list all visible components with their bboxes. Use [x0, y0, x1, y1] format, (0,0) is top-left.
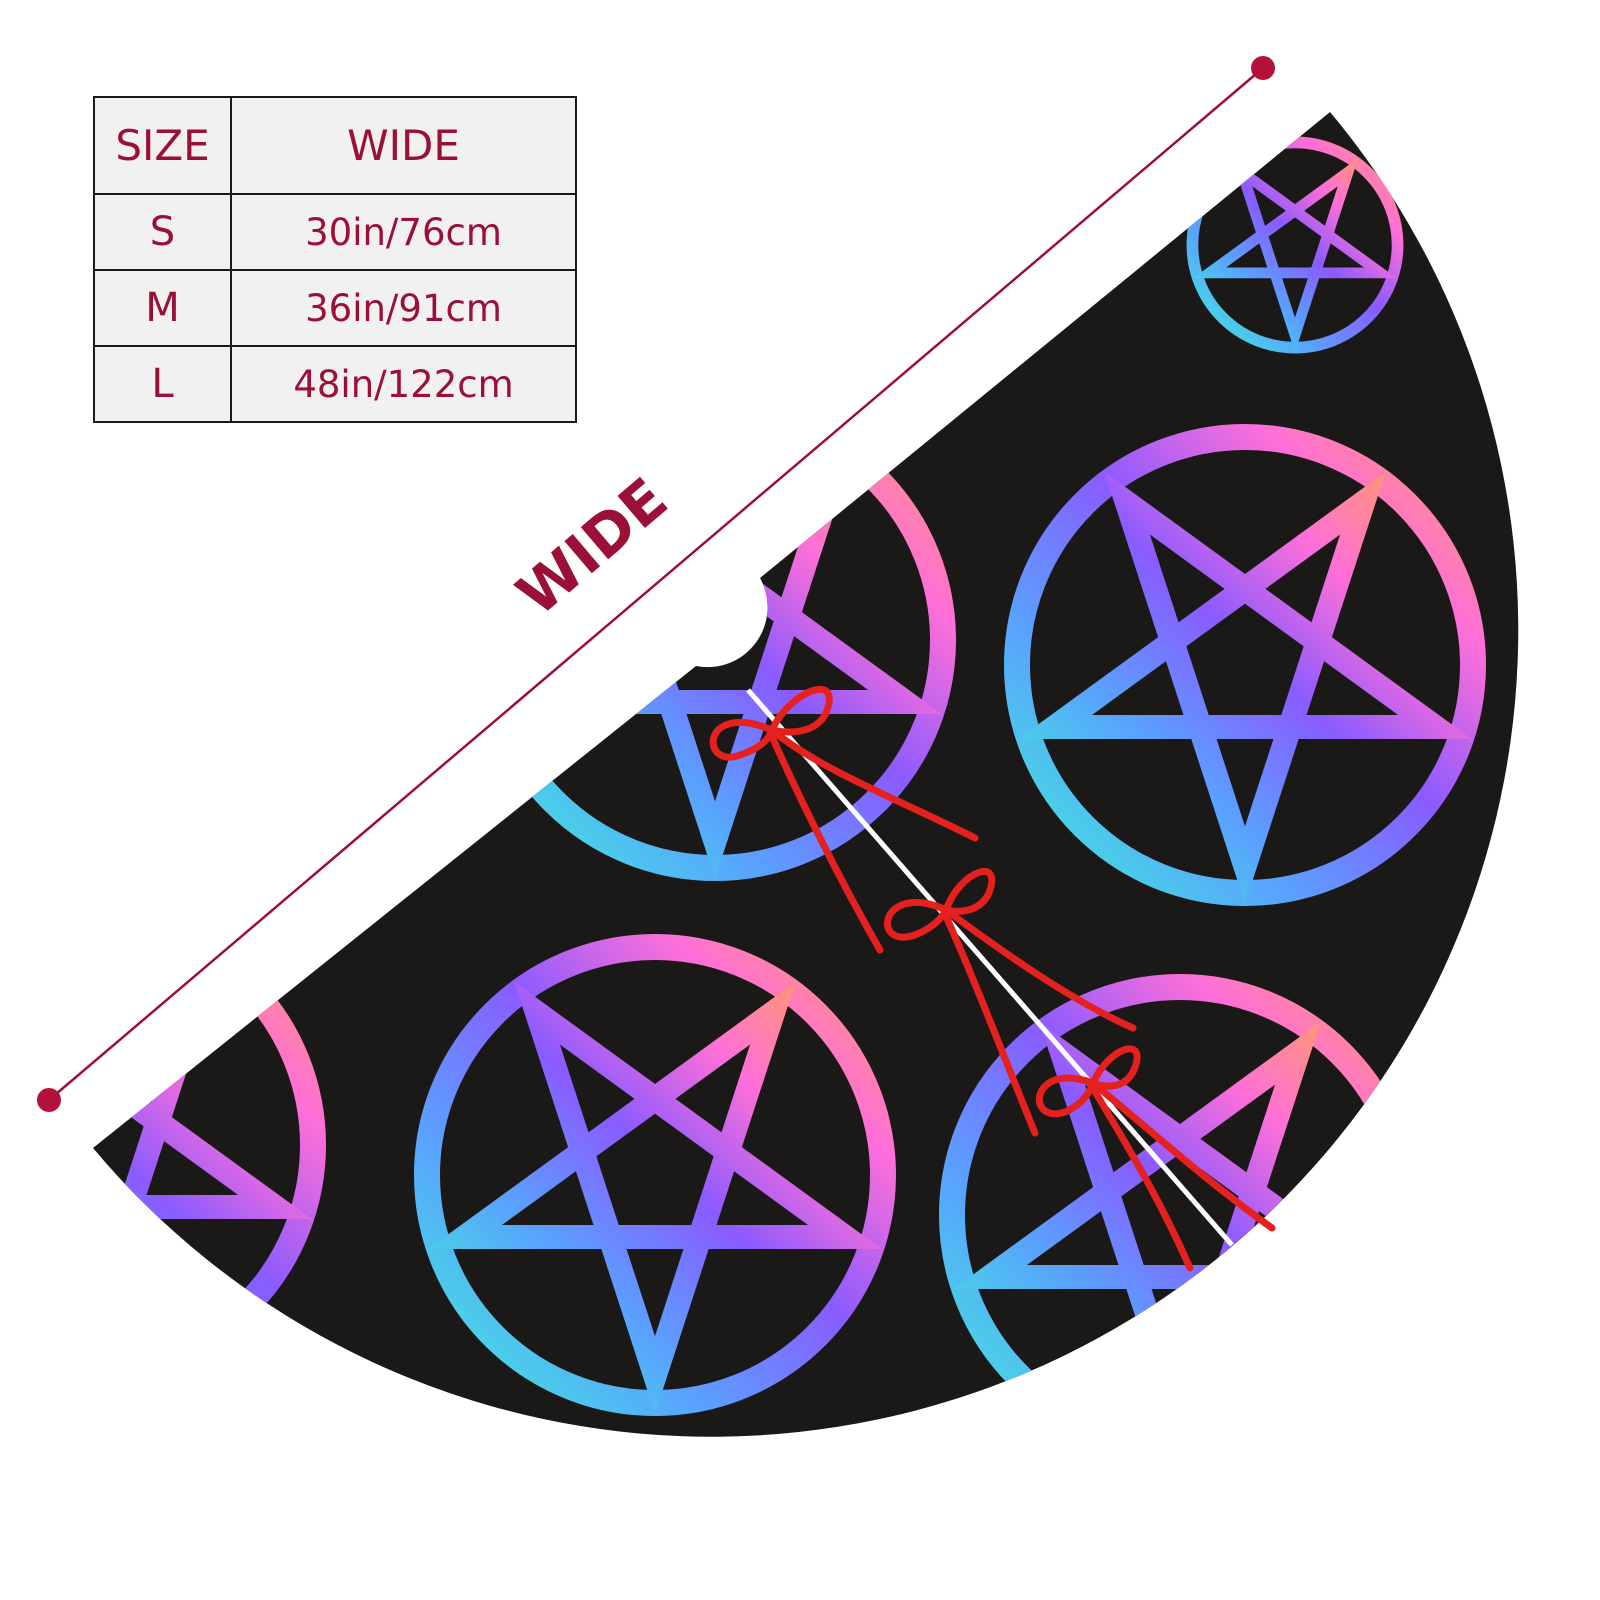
ribbon-bow-icon	[1035, 1045, 1276, 1272]
size-chart-table: SIZE WIDE S 30in/76cm M 36in/91cm L 48in…	[93, 96, 577, 423]
dimension-endpoint-end	[1251, 56, 1275, 80]
size-chart-row: S 30in/76cm	[93, 193, 577, 271]
tree-skirt	[93, 112, 1519, 1437]
wide-dimension-label: WIDE	[504, 465, 680, 629]
wide-cell: 36in/91cm	[230, 269, 577, 347]
wide-dimension-line	[48, 67, 1264, 1101]
wide-cell: 30in/76cm	[230, 193, 577, 271]
size-chart-row: M 36in/91cm	[93, 269, 577, 347]
ribbon-ties	[709, 685, 1276, 1272]
ribbon-bow-icon	[709, 685, 979, 954]
wide-column-header: WIDE	[230, 96, 577, 195]
size-chart-header-row: SIZE WIDE	[93, 96, 577, 195]
size-cell: M	[93, 269, 232, 347]
size-cell: S	[93, 193, 232, 271]
size-column-header: SIZE	[93, 96, 232, 195]
skirt-slit	[746, 688, 1234, 1247]
wide-cell: 48in/122cm	[230, 345, 577, 423]
ribbon-bow-icon	[884, 868, 1137, 1137]
size-chart-row: L 48in/122cm	[93, 345, 577, 423]
size-cell: L	[93, 345, 232, 423]
dimension-endpoint-start	[37, 1088, 61, 1112]
